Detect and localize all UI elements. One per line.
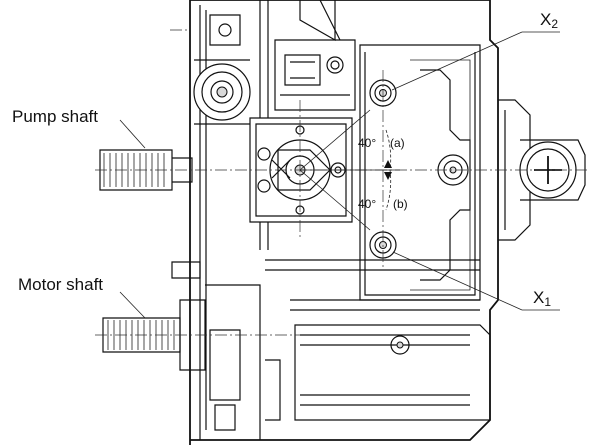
lower-body — [171, 259, 491, 431]
motor-shaft-label: Motor shaft — [18, 275, 103, 294]
valve-block — [274, 39, 356, 111]
pump-shaft-label: Pump shaft — [12, 107, 98, 126]
leader-lines — [119, 31, 560, 319]
angle-b-label: 40° — [358, 197, 376, 211]
angle-a-label: 40° — [358, 136, 376, 150]
position-a-label: (a) — [390, 136, 405, 150]
angle-indicator — [299, 109, 400, 231]
x2-label: X2 — [540, 10, 558, 31]
x1-label: X1 — [533, 288, 551, 309]
arrow-down-icon — [384, 172, 392, 180]
position-b-label: (b) — [393, 197, 408, 211]
motor-shaft — [102, 284, 261, 440]
arrow-up-icon — [384, 160, 392, 168]
left-boss — [193, 14, 251, 125]
